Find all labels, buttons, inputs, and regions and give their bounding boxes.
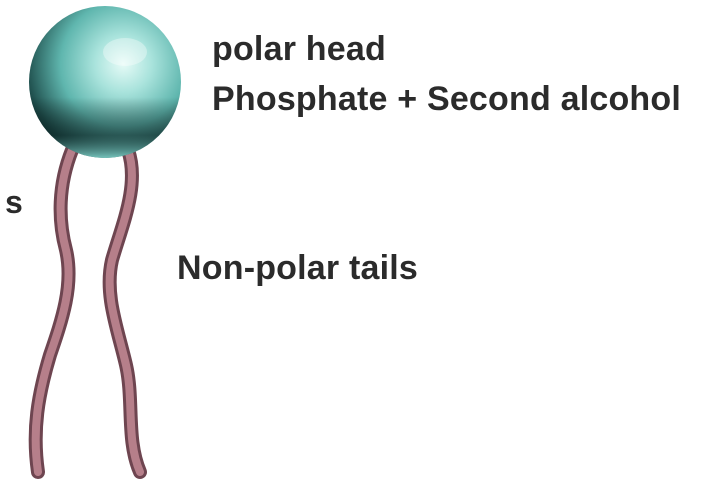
non-polar-tails — [36, 150, 140, 472]
cut-off-label: s — [5, 184, 23, 221]
polar-head-label: polar head — [212, 30, 386, 69]
head-composition-label: Phosphate + Second alcohol — [212, 80, 681, 119]
tails-label: Non-polar tails — [177, 249, 418, 288]
polar-head-sphere — [29, 6, 181, 158]
